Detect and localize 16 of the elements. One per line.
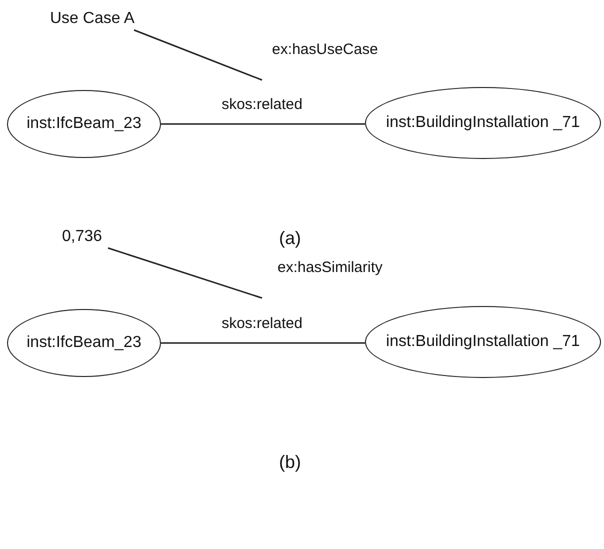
connector-line [108, 247, 262, 299]
panel-caption: (b) [279, 452, 301, 473]
panel-caption: (a) [279, 228, 301, 249]
edge-label: ex:hasSimilarity [277, 259, 383, 276]
node-label: inst:IfcBeam_23 [26, 333, 142, 353]
edge-label: skos:related [222, 96, 302, 113]
node-label: inst:BuildingInstallation _71 [386, 332, 580, 352]
node-label: inst:IfcBeam_23 [26, 114, 142, 134]
node-label: 0,736 [62, 228, 102, 246]
node-label: Use Case A [50, 10, 134, 28]
node-label: inst:BuildingInstallation _71 [386, 113, 580, 133]
connector-line [161, 123, 365, 125]
edge-label: skos:related [222, 315, 302, 332]
connector-line [134, 29, 262, 81]
connector-line [161, 342, 365, 344]
edge-label: ex:hasUseCase [272, 41, 378, 58]
